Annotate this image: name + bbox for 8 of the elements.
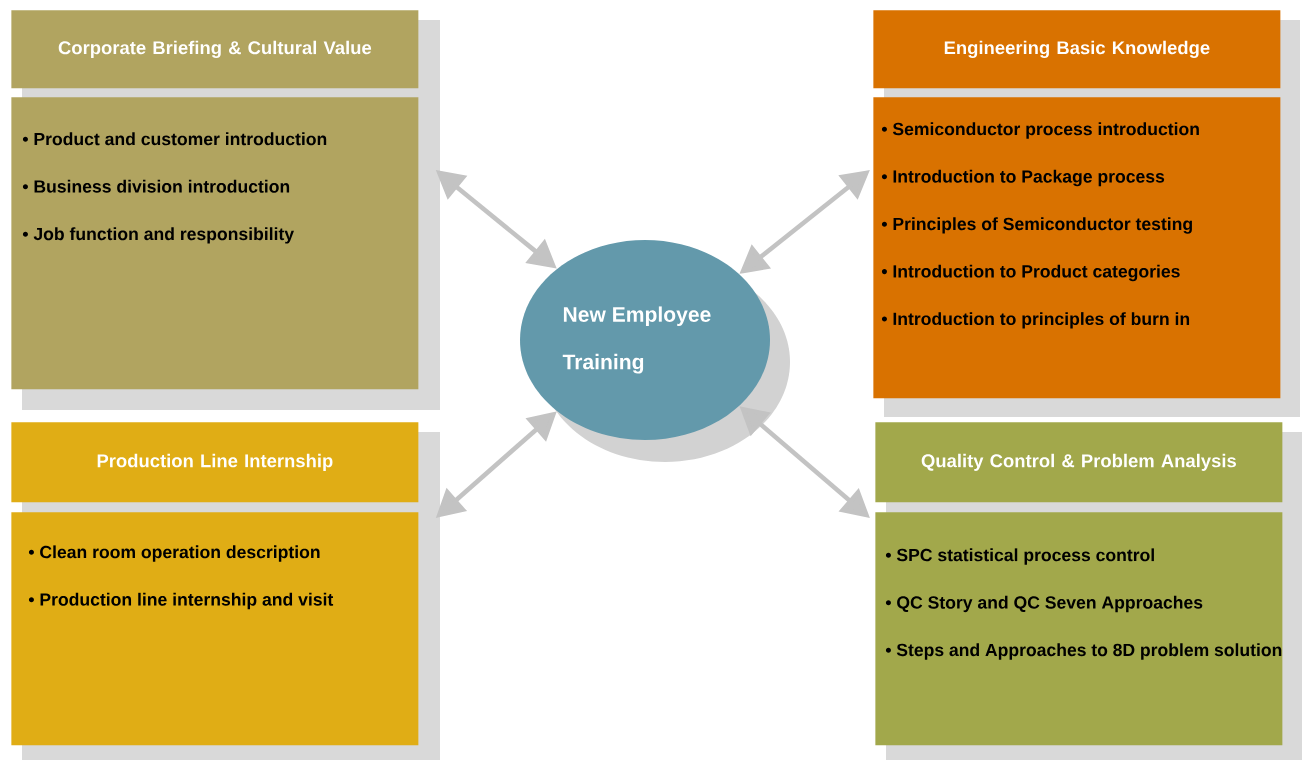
bullet-list-box: • Semiconductor process introduction • Introduction to Package process • Principles of Semiconductor testing • Introduction to Product categories • Introduction to principles of burn in <box>873 97 1281 399</box>
header-box: Engineering Basic Knowledge <box>873 10 1281 89</box>
bullet-list-box: • Clean room operation description • Production line internship and visit <box>11 512 419 746</box>
bullet-list-box: • SPC statistical process control • QC Story and QC Seven Approaches • Steps and Approaches to 8D problem solution <box>875 512 1283 746</box>
header-box: Production Line Internship <box>11 422 419 503</box>
header-box: Quality Control & Problem Analysis <box>875 422 1283 503</box>
header-box: Corporate Briefing & Cultural Value <box>11 10 419 89</box>
bullet-list-box: • Product and customer introduction • Business division introduction • Job function and responsibility <box>11 97 419 390</box>
